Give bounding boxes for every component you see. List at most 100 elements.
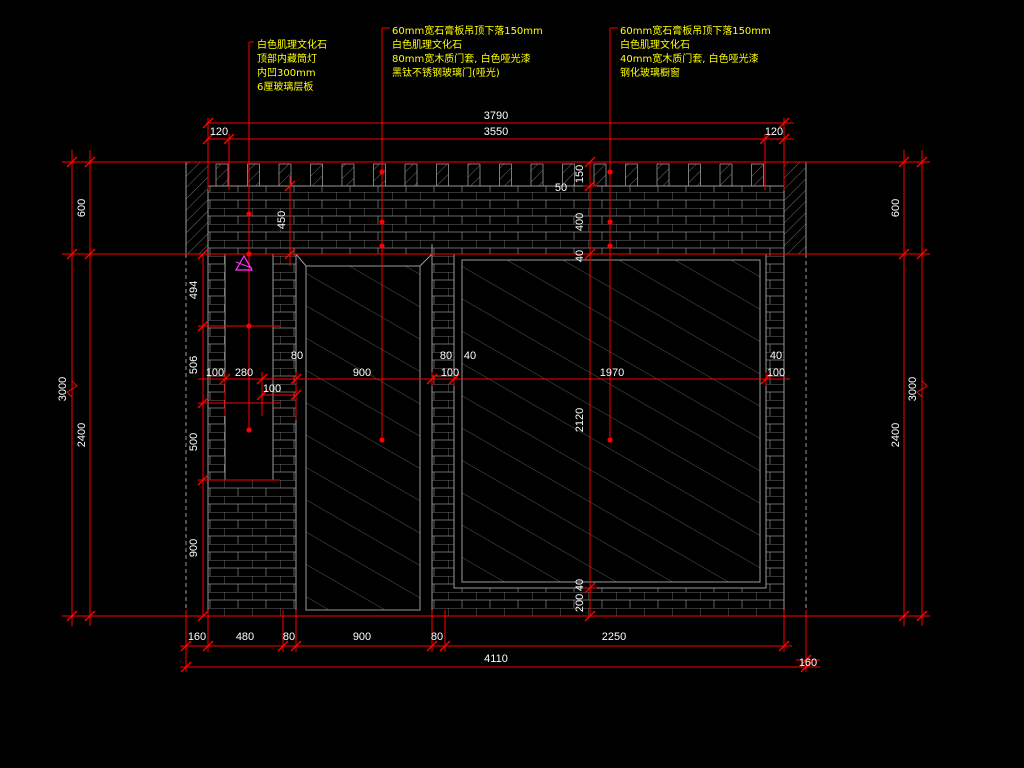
dim-window-bottom-40: 40 (574, 579, 586, 591)
dim-bottom-1: 160 (188, 631, 206, 643)
dimension-tick (84, 610, 96, 622)
dimension-tick (66, 156, 78, 168)
dimension-tick (760, 373, 772, 385)
note-left-1: 白色肌理文化石 (257, 38, 327, 51)
dimension-tick (256, 373, 268, 385)
ceiling-block (467, 163, 481, 187)
dim-sep-100: 100 (441, 367, 459, 379)
note-right-2: 白色肌理文化石 (620, 38, 690, 51)
dimension-tick (223, 133, 235, 145)
note-mid-2: 白色肌理文化石 (392, 38, 462, 51)
material-notes-left: 白色肌理文化石 顶部内藏筒灯 内凹300mm 6厘玻璃层板 (257, 38, 327, 93)
leader-dot (607, 169, 613, 175)
dimension-labels: 3790 3550 120 120 4110 160 480 80 900 80… (57, 110, 919, 669)
dim-niche-494: 494 (188, 281, 200, 299)
dimension-tick (202, 133, 214, 145)
glass-door (305, 265, 421, 611)
dim-top-inner: 3550 (484, 126, 508, 138)
note-left-4: 6厘玻璃层板 (257, 80, 313, 93)
dim-bottom-2: 480 (236, 631, 254, 643)
ceiling-block (688, 163, 701, 187)
dimension-tick (898, 610, 910, 622)
dimension-tick (916, 156, 928, 168)
dim-window-bottom-200: 200 (574, 594, 586, 612)
note-mid-4: 黑钛不锈钢玻璃门(哑光) (392, 66, 500, 79)
leader-dot (246, 427, 252, 433)
ceiling-block (278, 163, 292, 187)
dimension-tick (778, 640, 790, 652)
note-right-3: 40mm宽木质门套, 白色哑光漆 (620, 52, 759, 65)
dim-left-top: 600 (76, 199, 88, 217)
dimension-tick (916, 610, 928, 622)
dim-left-total: 3000 (57, 377, 69, 401)
dim-niche-h-280: 280 (235, 367, 253, 379)
dim-left-bottom: 2400 (76, 423, 88, 447)
dimension-tick (290, 389, 302, 401)
dimension-tick (180, 640, 192, 652)
dimension-tick (426, 640, 438, 652)
leader-dot (379, 169, 385, 175)
dimension-tick (197, 320, 209, 332)
dimension-tick (898, 248, 910, 260)
dimension-tick (759, 133, 771, 145)
dim-right-bottom: 2400 (890, 423, 902, 447)
dim-soffit-450: 450 (276, 211, 288, 229)
leader-dot (246, 323, 252, 329)
ceiling-block (310, 163, 323, 187)
dimension-ticks (66, 117, 928, 673)
dim-top-v-400: 400 (574, 213, 586, 231)
dim-window-h-1970: 1970 (600, 367, 624, 379)
dimension-tick (584, 610, 596, 622)
dim-top-v-40: 40 (574, 250, 586, 262)
ceiling-block (562, 163, 575, 187)
break-symbol (66, 380, 78, 398)
dimension-tick (584, 582, 596, 594)
dim-niche-h-100a: 100 (206, 367, 224, 379)
dimension-tick (778, 133, 790, 145)
dimension-tick (277, 640, 289, 652)
wall-elevation (120, 161, 880, 617)
dim-bottom-3: 80 (283, 631, 295, 643)
dim-niche-506: 506 (188, 356, 200, 374)
dimension-tick (219, 373, 231, 385)
note-mid-1: 60mm宽石膏板吊顶下落150mm (392, 24, 543, 37)
dimension-tick (66, 248, 78, 260)
dim-niche-500: 500 (188, 433, 200, 451)
ceiling-block (436, 163, 449, 187)
dimension-tick (202, 117, 214, 129)
ceiling-block (593, 163, 607, 187)
dimension-tick (197, 397, 209, 409)
ceiling-blocks (215, 163, 764, 187)
note-right-1: 60mm宽石膏板吊顶下落150mm (620, 24, 771, 37)
left-column-hatch (185, 161, 209, 255)
leader-dot (607, 219, 613, 225)
material-notes-right: 60mm宽石膏板吊顶下落150mm 白色肌理文化石 40mm宽木质门套, 白色哑… (620, 24, 771, 79)
dim-bottom-right-edge: 160 (799, 657, 817, 669)
dimension-tick (197, 610, 209, 622)
material-notes-middle: 60mm宽石膏板吊顶下落150mm 白色肌理文化石 80mm宽木质门套, 白色哑… (392, 24, 543, 79)
leader-dot (607, 437, 613, 443)
dimension-tick (180, 661, 192, 673)
dimension-tick (84, 248, 96, 260)
dimension-tick (916, 248, 928, 260)
dimension-tick (800, 661, 812, 673)
dim-bottom-6: 2250 (602, 631, 626, 643)
dim-bottom-total: 4110 (484, 653, 508, 665)
ceiling-block (719, 163, 733, 187)
dim-window-h-40a: 40 (464, 350, 476, 362)
dim-window-h-40b: 40 (770, 350, 782, 362)
dimension-tick (197, 248, 209, 260)
note-mid-3: 80mm宽木质门套, 白色哑光漆 (392, 52, 531, 65)
note-left-2: 顶部内藏筒灯 (257, 52, 317, 65)
dim-top-50: 50 (555, 182, 567, 194)
dimension-tick (898, 156, 910, 168)
ceiling-block (247, 163, 260, 187)
note-left-3: 内凹300mm (257, 66, 316, 79)
ceiling-block (499, 163, 512, 187)
break-symbol (916, 380, 928, 398)
dimension-tick (584, 180, 596, 192)
leader-dot (246, 251, 252, 257)
ceiling-block (530, 163, 544, 187)
dimension-tick (197, 474, 209, 486)
dim-niche-900: 900 (188, 539, 200, 557)
